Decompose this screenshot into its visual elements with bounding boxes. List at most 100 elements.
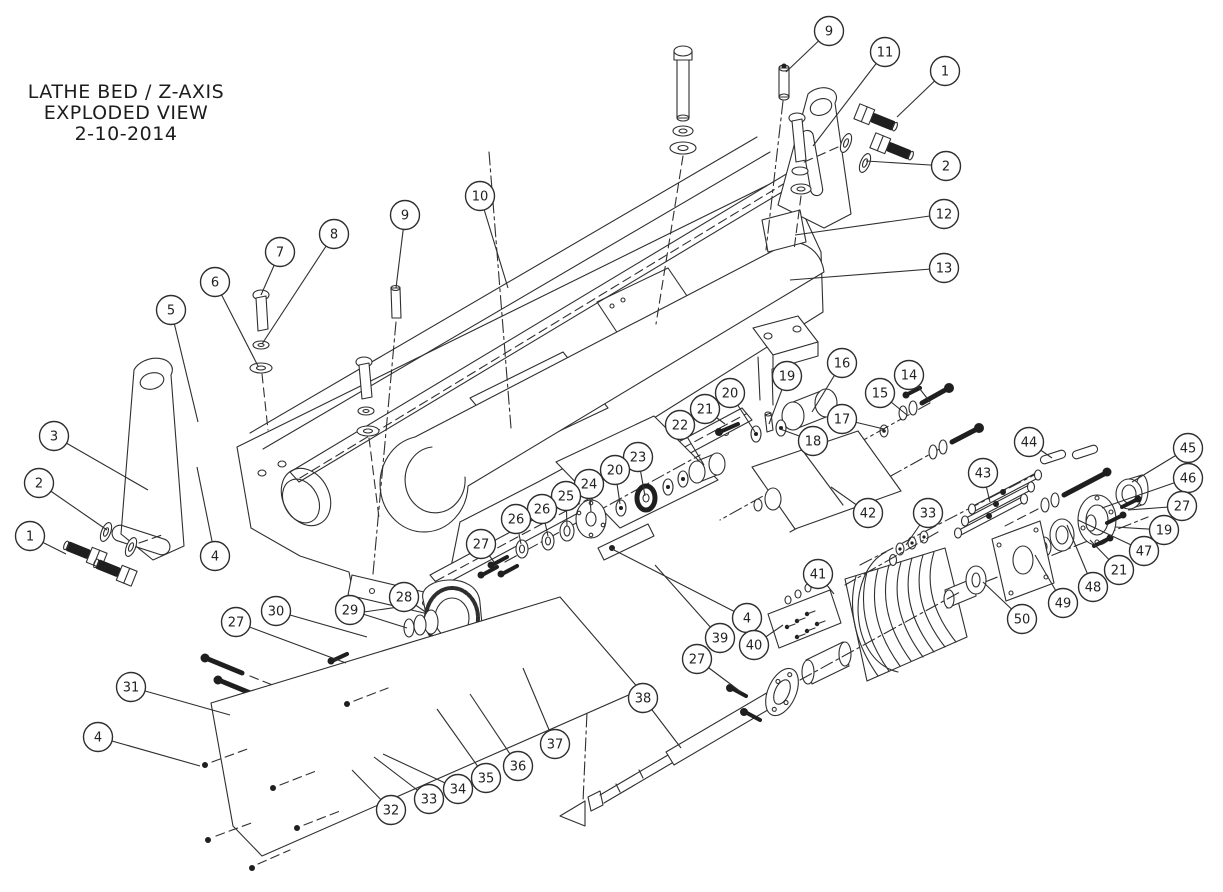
balloon-number: 47 <box>1136 545 1153 560</box>
balloon-43: 43 <box>967 457 999 503</box>
balloon-number: 24 <box>581 478 598 493</box>
balloon-3: 3 <box>38 420 149 491</box>
balloon-25: 25 <box>550 480 582 527</box>
balloon-circle <box>704 622 736 654</box>
balloon-4: 4 <box>196 466 231 572</box>
balloon-circle <box>502 750 534 782</box>
balloon-number: 35 <box>478 772 495 787</box>
balloon-31: 31 <box>115 671 231 716</box>
balloon-circle <box>23 467 55 499</box>
cover-plate <box>202 596 641 871</box>
balloon-number: 9 <box>825 25 833 40</box>
balloon-number: 33 <box>920 507 937 522</box>
balloon-17: 17 <box>826 403 885 435</box>
leader-line <box>97 736 201 767</box>
balloon-circle <box>375 794 407 826</box>
leader-line <box>654 564 721 639</box>
balloon-circle <box>264 236 296 268</box>
balloon-circle <box>681 643 713 675</box>
balloon-19: 19 <box>1114 514 1180 546</box>
leader-line <box>261 233 335 345</box>
balloon-circle <box>1013 426 1045 458</box>
balloon-2: 2 <box>865 150 962 182</box>
balloon-21: 21 <box>1089 539 1135 586</box>
balloon-circle <box>199 540 231 572</box>
balloon-26: 26 <box>526 493 558 537</box>
standoff-plate <box>767 583 842 649</box>
balloon-number: 5 <box>167 304 175 319</box>
balloon-number: 33 <box>421 793 438 808</box>
balloon-number: 31 <box>123 681 140 696</box>
balloon-49: 49 <box>1034 554 1079 619</box>
balloon-22: 22 <box>664 409 705 466</box>
balloon-circle <box>771 360 803 392</box>
tower-bracket-left <box>111 357 185 561</box>
balloon-number: 46 <box>1180 472 1197 487</box>
balloon-number: 23 <box>630 451 647 466</box>
balloon-number: 16 <box>834 357 851 372</box>
leader-line <box>170 309 199 423</box>
balloon-circle <box>260 595 292 627</box>
balloon-number: 4 <box>211 550 219 565</box>
leader-line <box>275 610 368 638</box>
leader-line <box>214 281 259 367</box>
balloon-circle <box>864 377 896 409</box>
balloon-37: 37 <box>522 667 571 760</box>
balloon-circle <box>1148 514 1180 546</box>
balloon-circle <box>627 682 659 714</box>
balloon-number: 19 <box>779 370 796 385</box>
balloon-4: 4 <box>82 721 201 767</box>
drawing-title: LATHE BED / Z-AXIS EXPLODED VIEW 2-10-20… <box>8 82 244 145</box>
balloon-circle <box>1166 490 1198 522</box>
balloon-circle <box>738 629 770 661</box>
balloon-24: 24 <box>573 468 605 513</box>
balloon-number: 15 <box>872 387 889 402</box>
balloon-33: 33 <box>905 497 944 546</box>
balloon-circle <box>550 480 582 512</box>
balloon-number: 9 <box>401 209 409 224</box>
leader-line <box>609 547 748 619</box>
balloon-number: 20 <box>607 464 624 479</box>
balloon-circle <box>470 762 502 794</box>
balloon-circle <box>388 581 420 613</box>
balloon-number: 2 <box>35 477 43 492</box>
balloon-20: 20 <box>714 377 756 433</box>
balloon-number: 44 <box>1021 436 1038 451</box>
balloon-number: 36 <box>510 760 527 775</box>
balloon-47: 47 <box>1077 519 1160 567</box>
balloon-number: 8 <box>330 228 338 243</box>
balloon-18: 18 <box>779 425 829 457</box>
balloon-number: 21 <box>1111 564 1128 579</box>
balloon-5: 5 <box>155 294 199 423</box>
balloon-27: 27 <box>220 606 347 664</box>
balloon-number: 10 <box>472 190 489 205</box>
balloon-circle <box>869 36 901 68</box>
balloon-39: 39 <box>654 564 736 654</box>
balloon-35: 35 <box>436 708 502 794</box>
balloon-number: 26 <box>508 513 525 528</box>
balloon-number: 14 <box>901 369 918 384</box>
balloon-50: 50 <box>982 581 1038 635</box>
balloon-number: 3 <box>50 430 58 445</box>
balloon-number: 22 <box>672 419 689 434</box>
top-fasteners <box>249 45 812 575</box>
balloon-number: 28 <box>396 591 413 606</box>
title-line-2: EXPLODED VIEW <box>43 102 209 124</box>
balloon-number: 49 <box>1055 597 1072 612</box>
balloon-number: 27 <box>228 616 245 631</box>
balloon-15: 15 <box>864 377 908 416</box>
balloon-9: 9 <box>389 199 421 289</box>
balloon-circle <box>199 266 231 298</box>
balloon-23: 23 <box>622 441 654 497</box>
balloon-32: 32 <box>351 769 407 826</box>
coupling-row <box>477 454 701 579</box>
balloon-circle <box>82 721 114 753</box>
bellows <box>844 547 977 682</box>
balloon-14: 14 <box>893 359 931 403</box>
balloon-number: 26 <box>534 503 551 518</box>
balloon-circle <box>967 457 999 489</box>
balloon-circle <box>1103 554 1135 586</box>
